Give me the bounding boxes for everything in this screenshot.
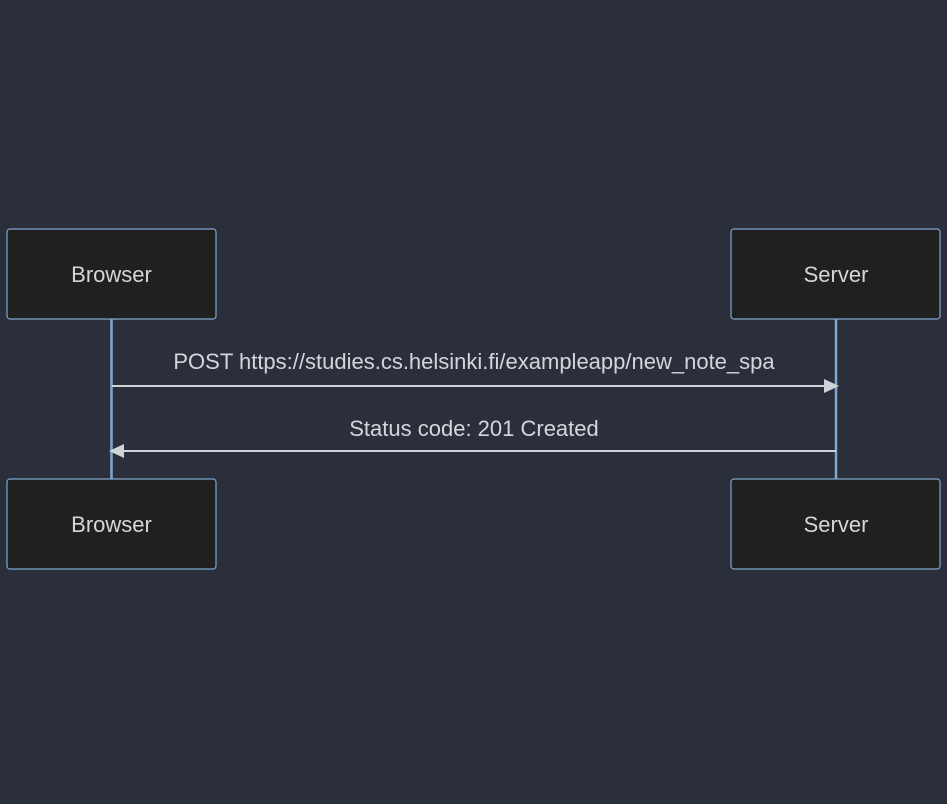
actor-bottom-server-box — [730, 478, 941, 570]
actor-bottom-browser-box — [6, 478, 217, 570]
actor-bottom-server[interactable]: Server — [730, 478, 941, 570]
actor-top-browser-box — [6, 228, 217, 320]
message-1-arrowhead-icon — [824, 379, 839, 393]
actor-top-server[interactable]: Server — [730, 228, 941, 320]
actor-top-browser[interactable]: Browser — [6, 228, 217, 320]
message-1-label: POST https://studies.cs.helsinki.fi/exam… — [173, 349, 775, 374]
message-2-arrowhead-icon — [109, 444, 124, 458]
message-2-label: Status code: 201 Created — [349, 416, 599, 441]
message-1: POST https://studies.cs.helsinki.fi/exam… — [112, 349, 839, 393]
actor-top-server-label: Server — [804, 262, 869, 287]
actor-bottom-browser[interactable]: Browser — [6, 478, 217, 570]
actor-top-server-box — [730, 228, 941, 320]
actor-bottom-server-label: Server — [804, 512, 869, 537]
actor-top-browser-label: Browser — [71, 262, 152, 287]
actor-bottom-browser-label: Browser — [71, 512, 152, 537]
message-2: Status code: 201 Created — [109, 416, 836, 458]
